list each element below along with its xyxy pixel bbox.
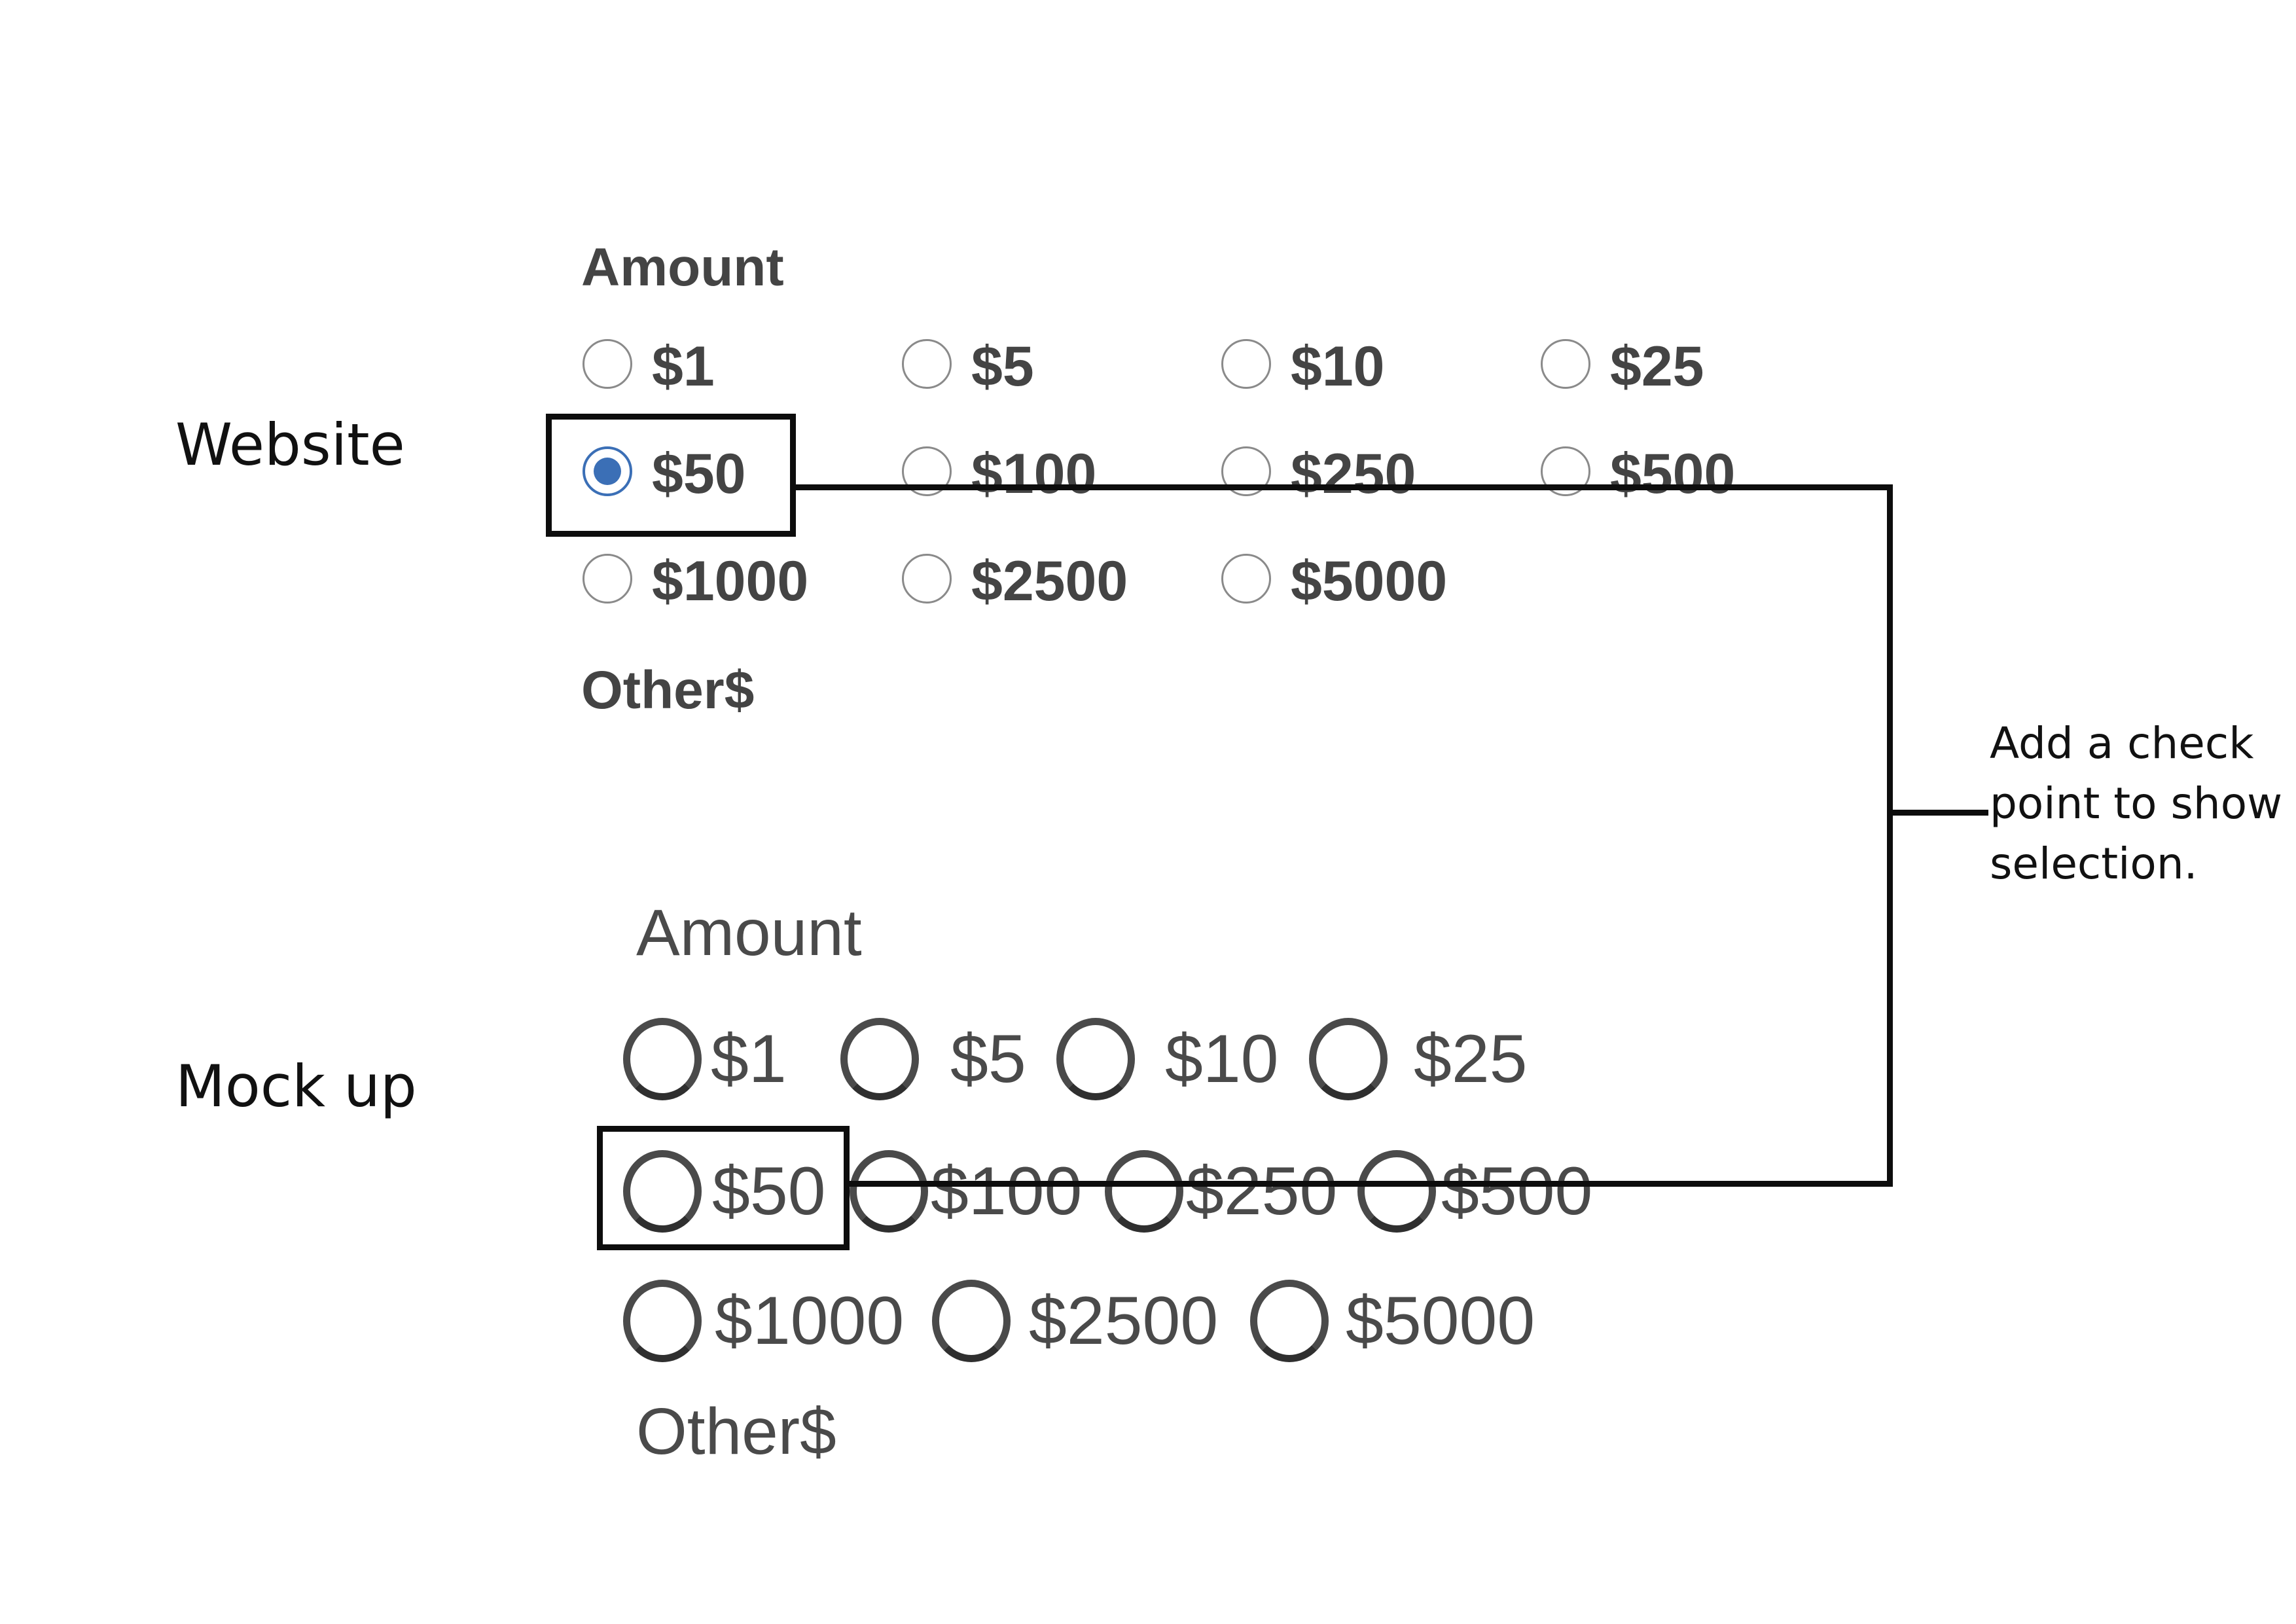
option-label: $1000 <box>715 1283 905 1359</box>
option-label: $5 <box>950 1021 1026 1097</box>
radio-button-checked-icon[interactable] <box>583 446 632 496</box>
radio-button-icon[interactable] <box>583 339 632 389</box>
option-label: $10 <box>1291 335 1385 398</box>
option-label: $2500 <box>1029 1283 1219 1359</box>
mockup-amount-heading: Amount <box>636 896 862 969</box>
option-label: $2500 <box>971 550 1128 613</box>
connector-line-note <box>1890 810 1988 816</box>
radio-button-icon[interactable] <box>1056 1018 1135 1100</box>
radio-button-icon[interactable] <box>1541 339 1590 389</box>
option-label: $100 <box>971 442 1097 505</box>
option-label: $100 <box>931 1153 1083 1229</box>
annotation-line: Add a check <box>1990 718 2254 768</box>
radio-button-icon[interactable] <box>623 1150 702 1233</box>
radio-button-icon[interactable] <box>623 1018 702 1100</box>
option-label: $50 <box>712 1153 826 1229</box>
option-label: $25 <box>1414 1021 1528 1097</box>
connector-line-vertical <box>1887 484 1893 1187</box>
radio-button-icon[interactable] <box>902 554 952 604</box>
mockup-label: Mock up <box>175 1053 417 1120</box>
radio-button-icon[interactable] <box>1221 339 1271 389</box>
option-label: $50 <box>652 442 746 505</box>
option-label: $250 <box>1186 1153 1338 1229</box>
radio-button-icon[interactable] <box>1105 1150 1183 1233</box>
website-other-label: Other$ <box>581 660 755 720</box>
option-label: $1 <box>711 1021 787 1097</box>
mockup-other-label: Other$ <box>636 1395 836 1468</box>
radio-button-icon[interactable] <box>932 1280 1011 1362</box>
option-label: $1 <box>652 335 715 398</box>
option-label: $5 <box>971 335 1034 398</box>
website-selection-highlight-box <box>546 414 796 537</box>
option-label: $25 <box>1610 335 1704 398</box>
annotation-line: point to show <box>1990 778 2283 829</box>
option-label: $250 <box>1291 442 1416 505</box>
website-label: Website <box>175 411 405 478</box>
radio-button-icon[interactable] <box>623 1280 702 1362</box>
mockup-selection-highlight-box <box>597 1126 850 1250</box>
radio-button-icon[interactable] <box>1309 1018 1388 1100</box>
option-label: $500 <box>1441 1153 1593 1229</box>
annotation-note: Add a check point to show selection. <box>1990 713 2282 894</box>
connector-line-mockup <box>847 1181 1893 1187</box>
option-label: $1000 <box>652 550 809 613</box>
option-label: $5000 <box>1291 550 1448 613</box>
option-label: $10 <box>1165 1021 1279 1097</box>
option-label: $5000 <box>1346 1283 1535 1359</box>
radio-button-icon[interactable] <box>583 554 632 604</box>
annotation-line: selection. <box>1990 839 2198 889</box>
radio-button-icon[interactable] <box>1221 554 1271 604</box>
option-label: $500 <box>1610 442 1736 505</box>
radio-button-icon[interactable] <box>1357 1150 1436 1233</box>
connector-line-website <box>793 484 1893 490</box>
website-amount-heading: Amount <box>581 238 784 297</box>
radio-button-icon[interactable] <box>840 1018 919 1100</box>
radio-button-icon[interactable] <box>902 339 952 389</box>
radio-button-icon[interactable] <box>850 1150 928 1233</box>
radio-button-icon[interactable] <box>1250 1280 1329 1362</box>
